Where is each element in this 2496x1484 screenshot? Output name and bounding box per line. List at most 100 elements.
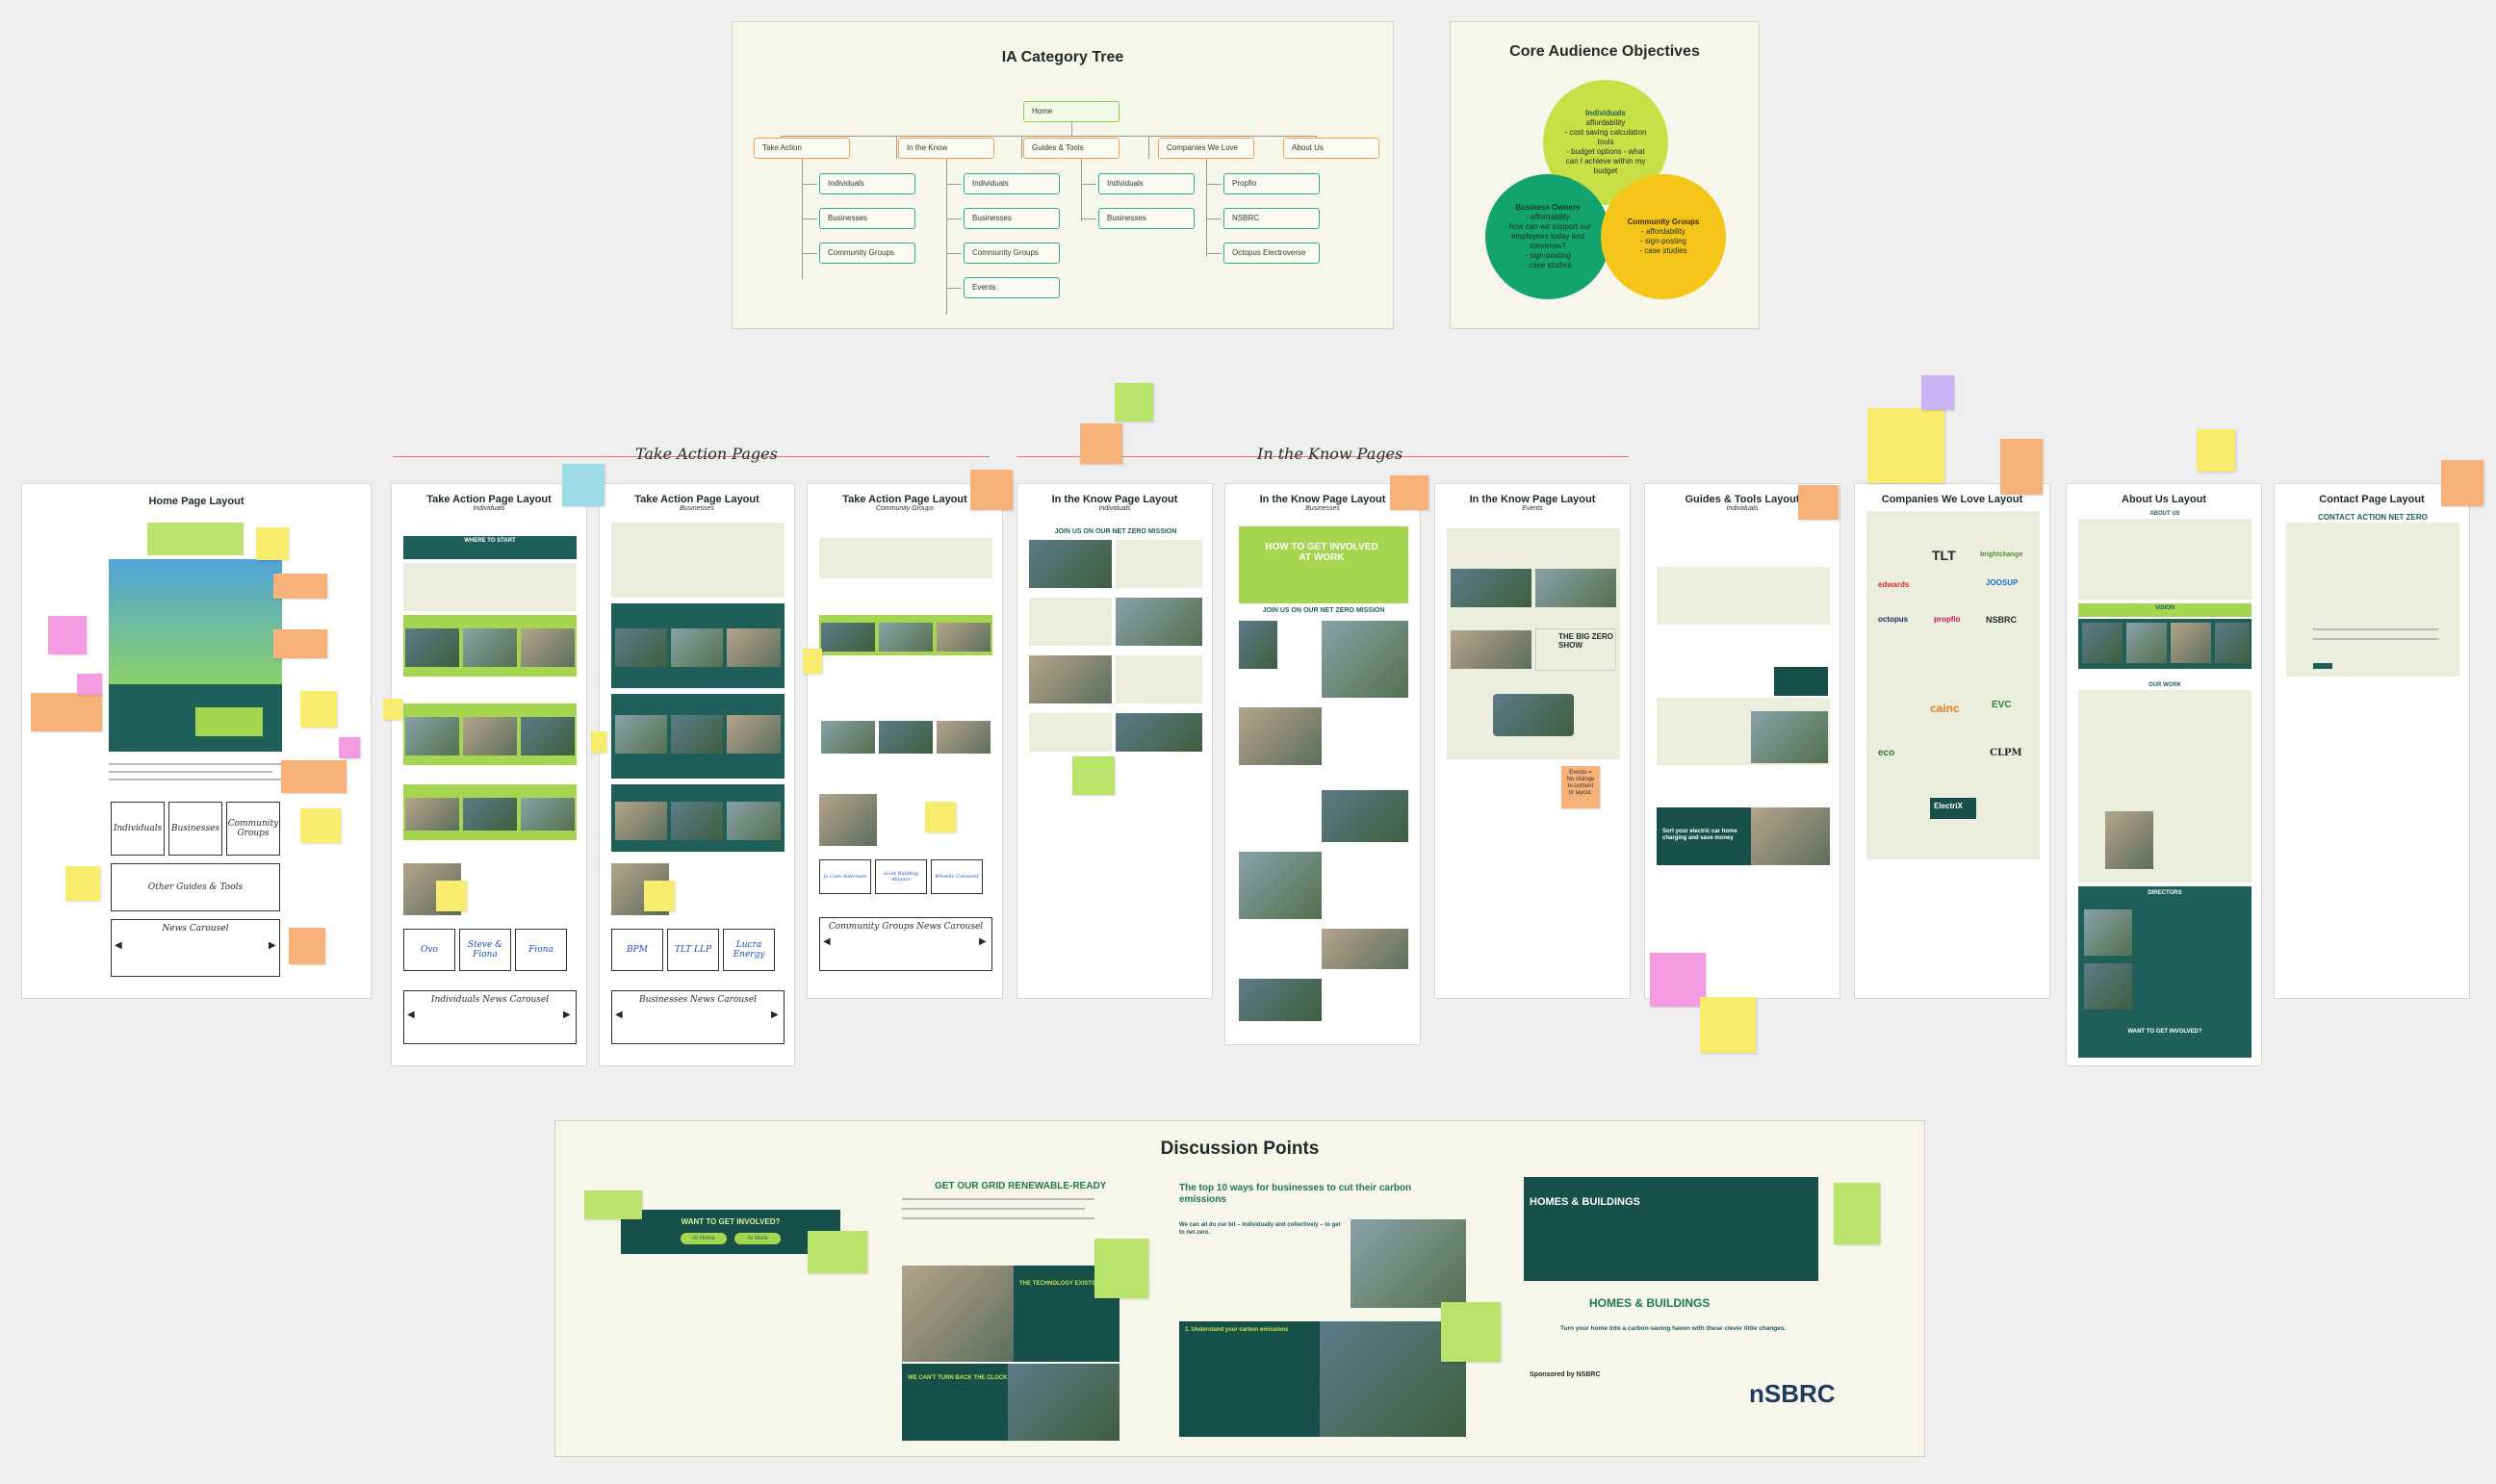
sticky-note: [562, 464, 605, 506]
sticky-note: [1921, 375, 1954, 410]
company-logo[interactable]: octopus: [1878, 615, 1909, 624]
itk-bus-hero: HOW TO GET INVOLVED AT WORK: [1265, 542, 1378, 563]
about-us-layout: About Us Layout ABOUT US VISION OUR WORK…: [2066, 483, 2262, 1066]
cta-at-work-button[interactable]: At Work: [734, 1233, 781, 1244]
take-action-individuals-layout: Take Action Page Layout Individuals WHER…: [391, 483, 587, 1066]
carousel-next-icon[interactable]: ▶: [269, 940, 276, 951]
disc-grid-sub2: WE CAN'T TURN BACK THE CLOCK: [908, 1375, 1008, 1381]
ta-ind-logo-2[interactable]: Steve & Fiona: [459, 929, 511, 971]
carousel-prev-icon[interactable]: ◀: [115, 940, 122, 951]
take-action-section-heading: Take Action Pages: [635, 445, 778, 463]
sticky-note: [1700, 997, 1756, 1053]
tree-node-home[interactable]: Home: [1023, 101, 1119, 122]
tree-node-companies[interactable]: Companies We Love: [1158, 138, 1254, 159]
tree-node-gt-businesses[interactable]: Businesses: [1098, 208, 1195, 229]
tree-node-gt-individuals[interactable]: Individuals: [1098, 173, 1195, 194]
sticky-note: [65, 866, 100, 901]
sticky-note: [1390, 475, 1428, 510]
sticky-note: [383, 699, 402, 720]
about-title: About Us Layout: [2122, 494, 2206, 505]
tree-node-in-the-know[interactable]: In the Know: [898, 138, 994, 159]
disc-top10-item: 1. Understand your carbon emissions: [1185, 1327, 1289, 1333]
tree-node-take-action[interactable]: Take Action: [754, 138, 850, 159]
guides-sub: Individuals: [1726, 505, 1759, 512]
company-logo[interactable]: ElectriX: [1934, 802, 1963, 810]
company-logo[interactable]: cainc: [1930, 702, 1960, 715]
ta-com-logo-3[interactable]: Wheelie Cotswold: [931, 859, 983, 894]
ta-bus-news[interactable]: Businesses News Carousel: [611, 990, 785, 1044]
ta-ind-news[interactable]: Individuals News Carousel: [403, 990, 577, 1044]
home-card-individuals[interactable]: Individuals: [111, 802, 165, 856]
company-logo[interactable]: brightchange: [1980, 551, 2023, 558]
tree-node-octopus[interactable]: Octopus Electroverse: [1223, 243, 1320, 264]
ta-com-logo-1[interactable]: Jo Cain Aldernate: [819, 859, 871, 894]
company-logo[interactable]: TLT: [1932, 548, 1956, 563]
itk-bus-band: JOIN US ON OUR NET ZERO MISSION: [1262, 607, 1385, 614]
ta-ind-logo-3[interactable]: Fiona: [515, 929, 567, 971]
about-band-1: ABOUT US: [2149, 511, 2180, 517]
contact-layout: Contact Page Layout CONTACT ACTION NET Z…: [2274, 483, 2470, 999]
itk-bus-sub: Businesses: [1305, 505, 1340, 512]
sticky-note: [48, 616, 87, 654]
company-logo[interactable]: JOOSUP: [1986, 578, 2019, 587]
community-groups-circle: Community Groups - affordability - sign-…: [1601, 174, 1726, 299]
about-cta: WANT TO GET INVOLVED?: [2127, 1029, 2202, 1035]
sticky-note: [256, 527, 289, 560]
sticky-note: [273, 629, 327, 658]
company-logo[interactable]: CLPM: [1990, 748, 2022, 758]
sticky-note: [273, 574, 327, 599]
itk-bus-title: In the Know Page Layout: [1259, 494, 1386, 505]
home-layout-title: Home Page Layout: [148, 496, 244, 507]
disc-grid-sub1: THE TECHNOLOGY EXISTS...: [1019, 1281, 1100, 1287]
ta-com-sub: Community Groups: [875, 505, 935, 512]
company-logo[interactable]: propfio: [1934, 615, 1961, 624]
ta-bus-logo-3[interactable]: Lucra Energy: [723, 929, 775, 971]
company-logo[interactable]: NSBRC: [1986, 615, 2018, 625]
ta-bus-logo-1[interactable]: BPM: [611, 929, 663, 971]
home-card-businesses[interactable]: Businesses: [168, 802, 222, 856]
ta-bus-logo-2[interactable]: TLT LLP: [667, 929, 719, 971]
tree-node-ta-community[interactable]: Community Groups: [819, 243, 915, 264]
tree-node-itk-community[interactable]: Community Groups: [964, 243, 1060, 264]
itk-businesses-layout: In the Know Page Layout Businesses HOW T…: [1224, 483, 1421, 1045]
about-band-4: DIRECTORS: [2148, 890, 2182, 896]
objectives-title: Core Audience Objectives: [1509, 43, 1700, 60]
take-action-businesses-layout: Take Action Page Layout Businesses BPM T…: [599, 483, 795, 1066]
home-news-carousel[interactable]: News Carousel: [111, 919, 280, 977]
guides-title: Guides & Tools Layout: [1685, 494, 1800, 505]
ia-tree-title: IA Category Tree: [1001, 49, 1124, 65]
itk-ind-title: In the Know Page Layout: [1051, 494, 1178, 505]
company-logo[interactable]: EVC: [1992, 700, 2012, 710]
tree-node-ta-individuals[interactable]: Individuals: [819, 173, 915, 194]
big-zero-show: THE BIG ZERO SHOW: [1558, 632, 1613, 650]
company-logo[interactable]: edwards: [1878, 580, 1910, 589]
business-owners-circle: Business Owners - affordability - how ca…: [1485, 174, 1610, 299]
tree-node-itk-individuals[interactable]: Individuals: [964, 173, 1060, 194]
contact-title: Contact Page Layout: [2319, 494, 2425, 505]
home-card-community[interactable]: Community Groups: [226, 802, 280, 856]
home-other-guides[interactable]: Other Guides & Tools: [111, 863, 280, 911]
tree-node-propfio[interactable]: Propfio: [1223, 173, 1320, 194]
tree-node-nsbrc[interactable]: NSBRC: [1223, 208, 1320, 229]
discussion-points-frame: Discussion Points WANT TO GET INVOLVED? …: [554, 1120, 1925, 1457]
tree-node-about-us[interactable]: About Us: [1283, 138, 1379, 159]
sticky-note: [970, 470, 1013, 510]
tree-node-ta-businesses[interactable]: Businesses: [819, 208, 915, 229]
ta-com-news[interactable]: Community Groups News Carousel: [819, 917, 992, 971]
sticky-note: [1115, 383, 1153, 422]
tree-node-itk-businesses[interactable]: Businesses: [964, 208, 1060, 229]
about-band-3: OUR WORK: [2149, 682, 2181, 688]
home-hero-image: [109, 559, 282, 684]
nsbrc-logo: nSBRC: [1749, 1379, 1836, 1408]
disc-sponsored: Sponsored by NSBRC: [1530, 1371, 1601, 1378]
tree-node-guides-tools[interactable]: Guides & Tools: [1023, 138, 1119, 159]
ta-ind-logo-1[interactable]: Ovo: [403, 929, 455, 971]
sticky-note: [300, 808, 341, 843]
cta-at-home-button[interactable]: At Home: [681, 1233, 727, 1244]
ta-ind-title: Take Action Page Layout: [426, 494, 552, 505]
ta-bus-title: Take Action Page Layout: [634, 494, 759, 505]
company-logo[interactable]: eco: [1878, 748, 1895, 758]
tree-node-itk-events[interactable]: Events: [964, 277, 1060, 298]
ta-com-logo-2[interactable]: Scott Building Alliance: [875, 859, 927, 894]
ta-bus-sub: Businesses: [680, 505, 714, 512]
